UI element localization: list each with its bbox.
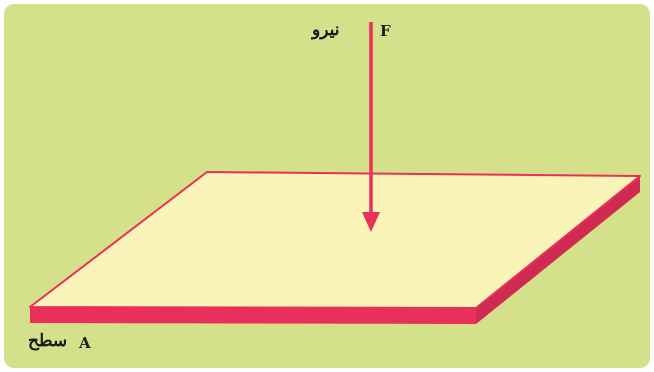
force-name-label: نیرو xyxy=(312,20,340,40)
surface-name-label: سطح xyxy=(28,331,68,351)
surface-front-edge xyxy=(30,307,476,324)
force-arrow-head xyxy=(362,212,380,232)
force-symbol-label: F xyxy=(380,22,391,40)
surface-plate xyxy=(29,171,641,309)
surface-side-edge xyxy=(476,176,640,324)
force-arrow-icon xyxy=(362,22,380,232)
surface-symbol-label: A xyxy=(79,334,91,352)
